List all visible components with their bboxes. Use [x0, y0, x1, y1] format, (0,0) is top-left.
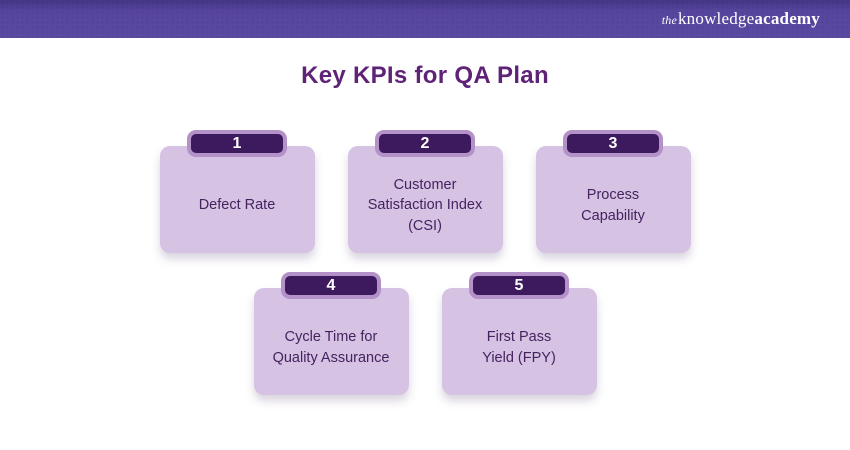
- logo-the: the: [661, 13, 677, 27]
- kpi-card-grid: 1 Defect Rate 2 Customer Satisfaction In…: [0, 130, 850, 395]
- header-bar: theknowledgeacademy: [0, 0, 850, 38]
- kpi-card-cycle-time: 4 Cycle Time for Quality Assurance: [253, 272, 409, 395]
- kpi-card-label: Process Capability: [581, 186, 645, 224]
- kpi-card-defect-rate: 1 Defect Rate: [159, 130, 315, 253]
- kpi-row-2: 4 Cycle Time for Quality Assurance 5 Fir…: [253, 272, 597, 395]
- kpi-row-1: 1 Defect Rate 2 Customer Satisfaction In…: [159, 130, 691, 253]
- kpi-number-badge: 1: [187, 130, 287, 157]
- kpi-number-badge: 5: [469, 272, 569, 299]
- logo-knowledge: knowledge: [677, 9, 755, 28]
- page-title: Key KPIs for QA Plan: [301, 62, 549, 89]
- kpi-card-process-capability: 3 Process Capability: [535, 130, 691, 253]
- kpi-number-badge: 3: [563, 130, 663, 157]
- kpi-card-label: Customer Satisfaction Index (CSI): [367, 176, 483, 234]
- kpi-card-label: Cycle Time for Quality Assurance: [272, 328, 390, 366]
- kpi-number-badge: 4: [281, 272, 381, 299]
- kpi-number-badge: 2: [375, 130, 475, 157]
- kpi-card-label: First Pass Yield (FPY): [482, 328, 556, 366]
- kpi-card-first-pass-yield: 5 First Pass Yield (FPY): [441, 272, 597, 395]
- knowledge-academy-logo: theknowledgeacademy: [662, 10, 820, 28]
- kpi-card-customer-satisfaction-index: 2 Customer Satisfaction Index (CSI): [347, 130, 503, 253]
- logo-academy: academy: [754, 9, 820, 28]
- kpi-card-label: Defect Rate: [198, 197, 276, 214]
